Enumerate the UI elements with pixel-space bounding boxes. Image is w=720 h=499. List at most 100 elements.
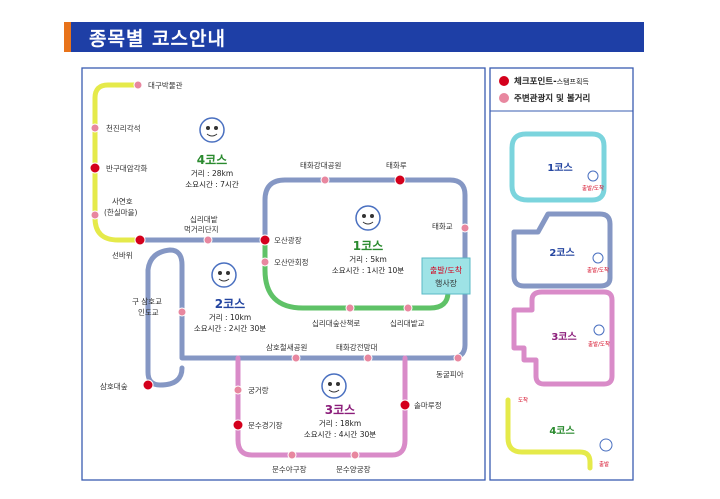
mini-course-3: 3코스 출발/도착: [511, 289, 615, 387]
place-simni-2: 먹거리단지: [184, 224, 219, 234]
place-donggul: 동굴피아: [436, 369, 464, 379]
sight-donggul: [453, 353, 463, 363]
sight-taehwa-view: [363, 353, 373, 363]
mini-course3-tag: 출발/도착: [588, 340, 610, 348]
page-header: 종목별 코스안내: [64, 22, 644, 52]
checkpoint-taehwaru: [394, 174, 406, 186]
mascot-icon: [599, 438, 613, 452]
course4-time: 소요시간 : 7시간: [185, 179, 239, 189]
mascot-icon: [199, 117, 225, 143]
legend: 체크포인트-스탬프획득 주변관광지 및 볼거리: [499, 76, 590, 104]
course3-distance: 거리 : 18km: [319, 419, 361, 428]
place-munsu-stadium: 문수경기장: [248, 420, 283, 430]
place-labels: 대구박물관 천진리각석 반구대암각화 사연호 (한실마을) 선바위 십리대밭 먹…: [100, 80, 464, 474]
place-taehwa-view: 태화강전망대: [336, 342, 377, 352]
place-samho-dae: 삼호대숲: [100, 381, 128, 391]
page-title: 종목별 코스안내: [89, 27, 226, 50]
place-sayeonho-2: (한실마을): [104, 207, 138, 217]
mini-course4-tag-bottom: 출발: [599, 460, 609, 468]
mini-course-2: 2코스 출발/도착: [511, 211, 613, 289]
place-gunggeo: 궁거랑: [248, 386, 269, 395]
checkpoint-solmaru: [399, 399, 411, 411]
course2-time: 소요시간 : 2시간 30분: [194, 323, 266, 333]
place-simni-walk: 십리대숲산책로: [312, 318, 360, 328]
course-info: 4코스 거리 : 28km 소요시간 : 7시간 1코스 거리 : 5km 소요…: [185, 153, 404, 439]
course4-title: 4코스: [197, 153, 227, 167]
mini-course-4: 도착 4코스 출발: [505, 396, 613, 471]
mascot-icon: [211, 262, 237, 288]
mascot-1: [355, 205, 381, 231]
sight-cheonjin: [90, 123, 100, 133]
place-taehwa-park: 태화강대공원: [300, 160, 341, 170]
mini-course3-shape: [511, 289, 615, 387]
sight-samho-park: [291, 353, 301, 363]
mini-course4-shape: [505, 397, 593, 471]
sight-old-samho: [177, 307, 187, 317]
place-old-samho-1: 구 삼호교: [132, 296, 162, 306]
checkpoint-seonbawi: [134, 234, 146, 246]
place-solmaru: 솔마루정: [414, 400, 442, 410]
legend-sight-label: 주변관광지 및 볼거리: [514, 93, 590, 104]
legend-sight-marker: [499, 93, 509, 103]
sight-sayeonho: [90, 210, 100, 220]
mascot-icon: [355, 205, 381, 231]
mini-course4-label: 4코스: [549, 425, 574, 437]
sight-simni-walk: [345, 303, 355, 313]
sight-munsu-golf: [287, 450, 297, 460]
checkpoint-munsu: [232, 419, 244, 431]
course2-title: 2코스: [215, 297, 245, 311]
sight-munsu-ground: [350, 450, 360, 460]
mascot-4: [199, 117, 225, 143]
course3-time: 소요시간 : 4시간 30분: [304, 429, 376, 439]
sight-simni-bridge: [403, 303, 413, 313]
sight-gunggeo: [233, 385, 243, 395]
start-label-1: 출발/도착: [430, 265, 463, 275]
place-munsu-golf: 문수야구장: [272, 464, 307, 474]
place-munsu-ground: 문수양궁장: [336, 464, 371, 474]
header-accent-bar: [64, 22, 71, 52]
course3-route: [235, 355, 408, 458]
sight-osanmanhoe: [260, 257, 270, 267]
mini-course2-shape: [511, 211, 613, 289]
place-simni-bridge: 십리대밭교: [390, 319, 425, 328]
checkpoint-bangudae: [89, 162, 101, 174]
sights: [90, 80, 470, 460]
checkpoints: [89, 162, 411, 431]
legend-panel: [489, 67, 634, 481]
course3-title: 3코스: [325, 403, 355, 417]
sight-taehwagyo: [460, 223, 470, 233]
course1-distance: 거리 : 5km: [349, 255, 387, 264]
mascot-icon: [321, 373, 347, 399]
start-box: [421, 257, 471, 295]
mascot-icon: [593, 324, 605, 336]
course1-time: 소요시간 : 1시간 10분: [332, 265, 404, 275]
place-simni-1: 십리대밭: [190, 215, 218, 224]
mascot-icon: [592, 252, 604, 264]
course1-title: 1코스: [353, 239, 383, 253]
mascot-2: [211, 262, 237, 288]
place-bangudae: 반구대암각화: [106, 163, 147, 173]
sight-museum: [133, 80, 143, 90]
checkpoint-osan: [259, 234, 271, 246]
map-panel: [81, 67, 486, 481]
mini-course1-shape: [509, 131, 607, 203]
start-label-2: 행사장: [435, 278, 458, 288]
sight-taehwa-park: [320, 175, 330, 185]
legend-checkpoint-marker: [499, 76, 509, 86]
course4-distance: 거리 : 28km: [191, 169, 233, 178]
mini-course2-tag: 출발/도착: [587, 266, 609, 274]
sight-simni: [203, 235, 213, 245]
course2-distance: 거리 : 10km: [209, 313, 251, 322]
course2-route: [137, 177, 468, 388]
mini-course2-label: 2코스: [549, 247, 574, 259]
place-daegu-museum: 대구박물관: [148, 80, 183, 90]
place-seonbawi: 선바위: [112, 250, 133, 260]
place-osan: 오산광장: [274, 235, 302, 245]
place-old-samho-2: 인도교: [138, 307, 159, 317]
course4-route: [92, 82, 143, 243]
place-taehwaru: 태화루: [386, 161, 407, 170]
legend-checkpoint-label: 체크포인트-스탬프획득: [514, 76, 589, 87]
place-samho-park: 삼호철새공원: [266, 342, 307, 352]
mini-course3-label: 3코스: [551, 331, 576, 343]
